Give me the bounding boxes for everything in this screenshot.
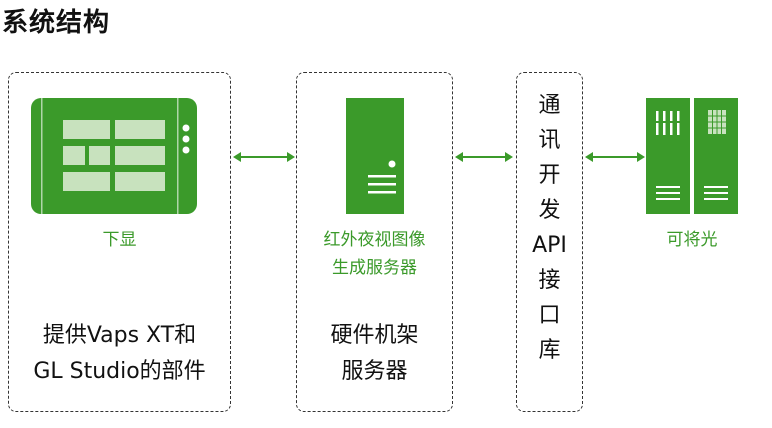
panel-2-description: 硬件机架 服务器 bbox=[296, 318, 453, 390]
visible-light-label: 可将光 bbox=[666, 230, 718, 250]
api-char-1: 通 bbox=[538, 93, 561, 118]
api-char-2: 讯 bbox=[538, 128, 561, 153]
api-char-5: API bbox=[532, 233, 567, 258]
bidirectional-arrow-2 bbox=[455, 152, 513, 162]
tablet-display-icon bbox=[31, 98, 197, 214]
panel-api-library bbox=[516, 72, 583, 412]
rack-server-icon bbox=[646, 98, 738, 214]
panel-display-components bbox=[8, 72, 231, 412]
api-char-3: 开 bbox=[538, 163, 561, 188]
panel-1-description-line-2: GL Studio的部件 bbox=[33, 359, 206, 384]
api-library-vertical-text: 通 讯 开 发 API 接 口 库 bbox=[516, 88, 583, 368]
page-title: 系统结构 bbox=[2, 8, 111, 38]
infrared-generator-label-line-1: 红外夜视图像 bbox=[323, 230, 426, 250]
panel-2-description-line-2: 服务器 bbox=[341, 359, 408, 384]
panel-1-description-line-1: 提供Vaps XT和 bbox=[42, 323, 197, 348]
api-char-8: 库 bbox=[538, 338, 561, 363]
bidirectional-arrow-3 bbox=[585, 152, 645, 162]
api-char-6: 接 bbox=[538, 268, 561, 293]
panel-2-description-line-1: 硬件机架 bbox=[330, 323, 419, 348]
bidirectional-arrow-1 bbox=[233, 152, 295, 162]
api-char-4: 发 bbox=[538, 198, 561, 223]
infrared-generator-label: 红外夜视图像 生成服务器 bbox=[296, 226, 453, 282]
display-label: 下显 bbox=[102, 230, 137, 250]
infrared-generator-label-line-2: 生成服务器 bbox=[332, 258, 417, 278]
api-char-7: 口 bbox=[538, 303, 561, 328]
panel-hardware-rack bbox=[296, 72, 453, 412]
panel-1-description: 提供Vaps XT和 GL Studio的部件 bbox=[8, 318, 231, 390]
server-tower-icon bbox=[346, 98, 404, 214]
